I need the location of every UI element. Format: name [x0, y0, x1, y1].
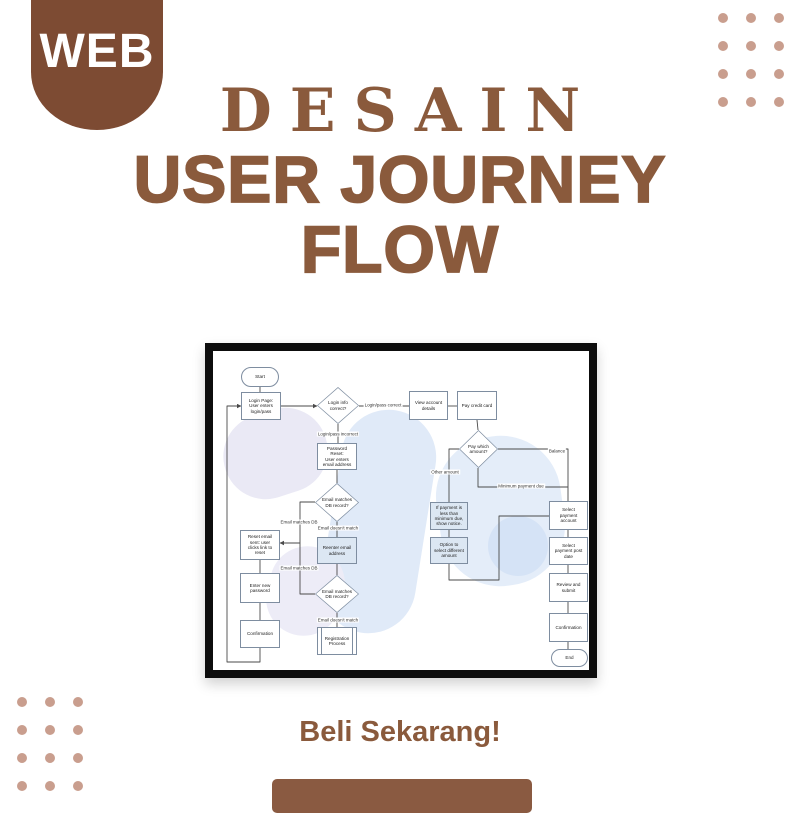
dot	[17, 697, 27, 707]
dot	[774, 97, 784, 107]
flow-node-review: Review and submit	[549, 573, 588, 602]
cta-text: Beli Sekarang!	[299, 716, 501, 748]
flow-node-view-account: View account details	[409, 391, 448, 420]
dot	[774, 41, 784, 51]
flow-node-pay-credit: Pay credit card	[457, 391, 497, 420]
flow-node-option-select: Option to select different amount	[430, 537, 468, 564]
dot	[73, 725, 83, 735]
title-flow: FLOW	[300, 212, 500, 286]
dot	[17, 781, 27, 791]
dot	[774, 69, 784, 79]
flow-node-registration: Registration Process	[317, 627, 357, 655]
flow-edge-label: Email doesn't match	[316, 525, 360, 531]
dot	[718, 13, 728, 23]
title-desain: DESAIN	[219, 76, 599, 146]
dot	[73, 753, 83, 763]
dot	[45, 725, 55, 735]
dot	[774, 13, 784, 23]
dot	[746, 41, 756, 51]
flow-node-enter-new-pass: Enter new password	[240, 573, 280, 603]
flow-node-select-date: Select payment post date	[549, 537, 588, 565]
dot	[746, 69, 756, 79]
flow-node-confirm-right: Confirmation	[549, 613, 588, 642]
flow-node-if-payment: If payment is less than minimum due, sho…	[430, 502, 468, 530]
flow-node-reset-email: Reset email sent: user clicks link to re…	[240, 530, 280, 560]
dots-bottom-left	[17, 697, 83, 791]
flow-node-email-match-1: Email matches DB record?	[315, 483, 359, 522]
cta-bar	[272, 779, 532, 813]
flow-node-end: End	[551, 649, 588, 667]
flow-edge-label: Email matches DB	[279, 519, 319, 525]
badge-label: WEB	[39, 25, 155, 78]
dot	[718, 97, 728, 107]
flow-edge-label: Email doesn't match	[316, 617, 360, 623]
web-badge: WEB	[31, 0, 163, 130]
dot	[45, 781, 55, 791]
watermark-shape	[488, 516, 548, 576]
flow-edge-label: Balance	[547, 448, 567, 454]
flow-edge-label: Email matches DB	[279, 565, 319, 571]
flow-edge-label: Minimum payment due	[497, 483, 545, 489]
dot	[73, 781, 83, 791]
dot	[746, 97, 756, 107]
dots-top-right	[718, 13, 784, 107]
flow-connectors	[226, 387, 569, 663]
flow-edge-label: Login/pass correct	[363, 402, 403, 408]
flow-node-confirm-left: Confirmation	[240, 620, 280, 648]
flow-node-login-correct: Login info correct?	[317, 387, 359, 424]
dot	[45, 697, 55, 707]
flow-node-login-page: Login Page: User enters login/pass	[241, 392, 281, 420]
flow-edge-label: Other amount	[430, 469, 460, 475]
dot	[718, 69, 728, 79]
flow-node-password-reset: Password Reset: User enters email addres…	[317, 443, 357, 470]
dot	[746, 13, 756, 23]
flow-edge-label: Login/pass incorrect	[316, 431, 360, 437]
flow-node-reenter-email: Reenter email address	[317, 537, 357, 564]
dot	[17, 725, 27, 735]
flow-node-email-match-2: Email matches DB record?	[315, 575, 359, 613]
dot	[17, 753, 27, 763]
title-user-journey: USER JOURNEY	[133, 142, 667, 216]
flow-node-select-account: Select payment account	[549, 501, 588, 530]
dot	[45, 753, 55, 763]
flow-node-pay-which: Pay which amount?	[459, 430, 498, 468]
dot	[718, 41, 728, 51]
flow-node-start: Start	[241, 367, 279, 387]
dot	[73, 697, 83, 707]
